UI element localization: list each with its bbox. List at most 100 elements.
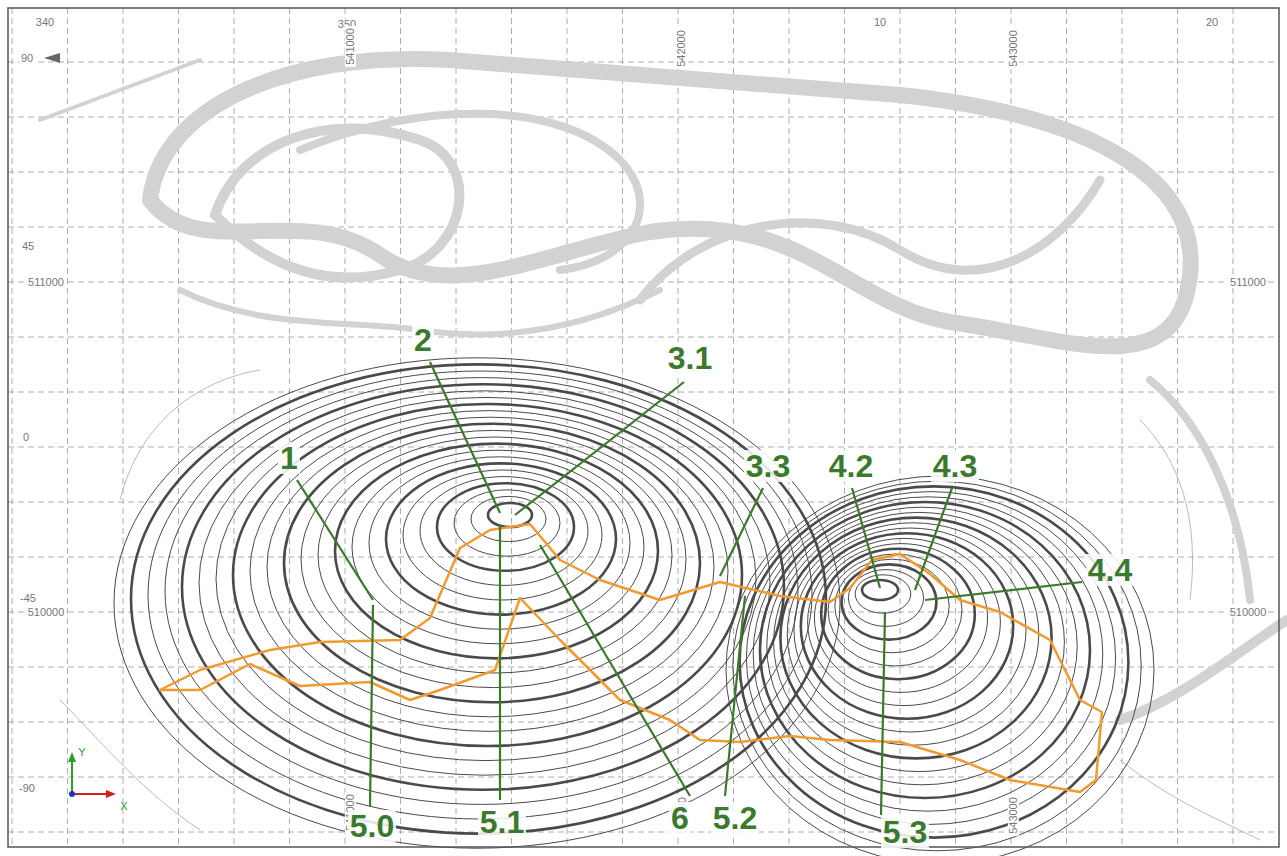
contour-line <box>284 424 700 702</box>
axis-label: X <box>120 801 127 812</box>
contour-line <box>182 384 784 790</box>
contour-line <box>842 564 937 639</box>
grid-line <box>1233 8 1234 847</box>
grid-coordinate: 541000 <box>345 26 356 67</box>
north-arrow <box>44 53 60 63</box>
grid-coordinate: -90 <box>17 783 37 794</box>
grid-coordinate: -45 <box>18 593 38 604</box>
road-network <box>40 59 1287 720</box>
grid-line <box>8 777 1279 778</box>
callout-number: 4.2 <box>827 450 875 482</box>
contour-line <box>814 544 987 693</box>
contour-line <box>403 470 602 600</box>
contour-line <box>787 523 1039 745</box>
leader-lines <box>297 362 1082 815</box>
contour-line <box>733 481 1141 851</box>
contour-line <box>420 477 588 586</box>
callout-number: 2 <box>412 324 434 356</box>
axis-label: Y <box>78 747 85 758</box>
contour-line <box>148 371 812 819</box>
contour-line <box>233 404 742 746</box>
coordinate-grid <box>8 8 1279 847</box>
callout-number: 3.3 <box>744 450 792 482</box>
contour-line <box>753 497 1103 811</box>
callout-number: 4.3 <box>931 450 979 482</box>
contour-line <box>828 554 962 666</box>
callout-number: 5.3 <box>881 816 929 848</box>
contour-line <box>726 476 1154 856</box>
callout-number: 5.0 <box>348 810 396 842</box>
contour-line <box>740 486 1129 837</box>
contour-line <box>335 444 658 659</box>
contour-line <box>301 430 686 687</box>
grid-coordinate: 45 <box>20 241 36 252</box>
grid-line <box>567 8 568 847</box>
contour-line <box>848 570 923 627</box>
contour-line <box>760 502 1090 798</box>
grid-coordinate: 90 <box>19 53 35 64</box>
callout-number: 4.4 <box>1086 554 1134 586</box>
grid-coordinate: 511000 <box>1228 277 1268 288</box>
contour-line <box>821 549 975 679</box>
grid-line <box>511 8 512 847</box>
contour-line <box>774 512 1065 771</box>
grid-line <box>8 612 1279 613</box>
grid-coordinate: 511000 <box>26 277 66 288</box>
grid-coordinate: 0 <box>21 432 31 443</box>
contour-line <box>250 411 728 732</box>
grid-coordinate: 340 <box>34 17 56 28</box>
grid-coordinate: 20 <box>1204 17 1220 28</box>
grid-line <box>123 8 124 847</box>
contour-line <box>216 397 756 760</box>
grid-coordinate: 543000 <box>1008 795 1019 836</box>
grid-coordinate: 510000 <box>1228 607 1269 618</box>
callout-number: 5.1 <box>478 806 526 838</box>
contour-line <box>801 533 1013 719</box>
grid-line <box>678 8 679 847</box>
grid-line <box>289 8 290 847</box>
grid-line <box>67 8 68 847</box>
contour-line <box>352 450 644 644</box>
contour-line <box>794 528 1026 732</box>
contour-line <box>454 490 560 556</box>
axis-triad <box>68 752 116 798</box>
contour-line <box>131 364 826 833</box>
grid-line <box>8 282 1279 283</box>
contour-line <box>199 391 770 775</box>
contour-line <box>767 507 1077 785</box>
grid-coordinate: 543000 <box>1008 28 1019 69</box>
contour-line <box>862 580 898 600</box>
grid-line <box>8 722 1279 723</box>
pit-boundary <box>160 524 1102 792</box>
contour-line <box>855 575 911 613</box>
grid-line <box>789 8 790 847</box>
grid-coordinate: 542000 <box>676 28 687 69</box>
grid-coordinate: 510000 <box>26 607 67 618</box>
pit-contours <box>114 358 1154 856</box>
grid-coordinate: 10 <box>872 17 888 28</box>
grid-line <box>900 8 901 847</box>
grid-line <box>456 8 457 847</box>
grid-line <box>12 8 13 847</box>
callout-number: 5.2 <box>711 802 759 834</box>
contour-line <box>114 358 840 848</box>
contour-line <box>780 518 1051 759</box>
grid-line <box>8 832 1279 833</box>
contour-line <box>808 538 1001 705</box>
contour-line <box>318 437 672 673</box>
grid-line <box>234 8 235 847</box>
callout-number: 6 <box>669 802 691 834</box>
grid-line <box>1177 8 1178 847</box>
grid-line <box>8 447 1279 448</box>
contour-line <box>835 559 949 653</box>
callout-number: 1 <box>278 442 300 474</box>
callout-number: 3.1 <box>666 342 714 374</box>
grid-line <box>844 8 845 847</box>
grid-line <box>8 502 1279 503</box>
map-frame <box>8 8 1279 847</box>
grid-line <box>955 8 956 847</box>
grid-line <box>1011 8 1012 847</box>
grid-line <box>8 172 1279 173</box>
